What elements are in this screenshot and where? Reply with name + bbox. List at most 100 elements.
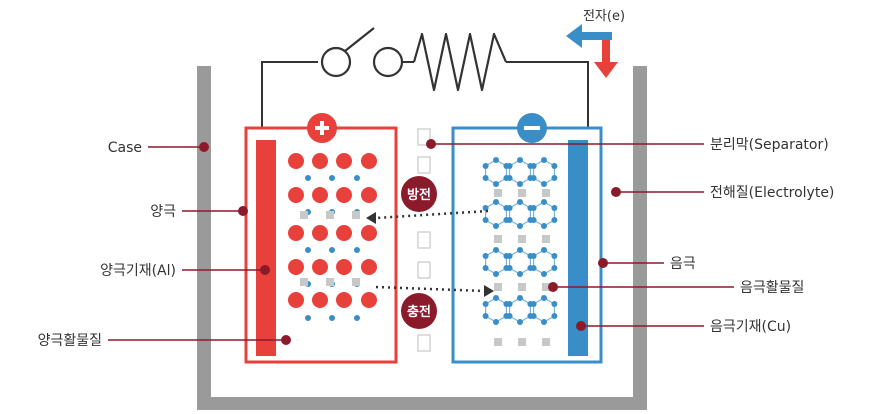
- separator: [417, 128, 431, 352]
- cathode-particle: [288, 292, 304, 308]
- anode-lattice-atom: [493, 295, 499, 301]
- anode-grid-square: [518, 283, 526, 291]
- cathode-particle: [312, 292, 328, 308]
- cathode-particle: [361, 225, 377, 241]
- anode-lattice-atom: [517, 157, 523, 163]
- anode-lattice-atom: [541, 199, 547, 205]
- anode-lattice-atom: [506, 301, 513, 307]
- switch-icon: [320, 27, 404, 78]
- cathode-particle: [336, 187, 352, 203]
- anode-label: 음극: [670, 256, 696, 272]
- separator-segment: [417, 156, 431, 174]
- cathode-particle: [312, 225, 328, 241]
- anode-lattice-atom: [541, 247, 547, 253]
- anode-lattice-atom: [506, 217, 513, 223]
- battery-case: [197, 66, 647, 411]
- electron-flow-arrow-icon: [566, 24, 618, 78]
- cathode-active-material: [288, 153, 377, 321]
- anode-lattice-atom: [530, 253, 537, 259]
- anode-lattice-atom: [482, 205, 489, 211]
- cathode-particle: [288, 153, 304, 169]
- anode-compartment: [451, 126, 603, 364]
- cathode-grid-square: [326, 278, 334, 286]
- anode-lattice-atom: [541, 181, 547, 187]
- anode-lattice-atom: [551, 265, 558, 271]
- anode-lattice-atom: [493, 271, 499, 277]
- cathode-particle: [336, 259, 352, 275]
- lithium-ion: [329, 315, 335, 321]
- cathode-grid-square: [352, 211, 360, 219]
- anode-lattice-atom: [551, 175, 558, 181]
- anode-lattice-atom: [482, 253, 489, 259]
- external-circuit: [261, 27, 589, 128]
- anode-lattice-atom: [482, 265, 489, 271]
- electron-label: 전자(e): [583, 9, 625, 24]
- separator-segment: [417, 231, 431, 249]
- discharge-badge: 방전: [401, 176, 437, 212]
- cathode-particle: [312, 153, 328, 169]
- plus-terminal: [307, 113, 337, 143]
- cathode-particle: [312, 259, 328, 275]
- separator-segment: [417, 128, 431, 146]
- anode-collector-label: 음극기재(Cu): [710, 319, 791, 335]
- cathode-active-label: 양극활물질: [38, 333, 102, 349]
- cathode-particle: [312, 187, 328, 203]
- anode-lattice-atom: [541, 223, 547, 229]
- anode-grid-square: [494, 189, 502, 197]
- anode-active-label: 음극활물질: [740, 280, 804, 296]
- minus-terminal: [517, 113, 547, 143]
- anode-lattice-atom: [506, 313, 513, 319]
- anode-lattice-atom: [493, 157, 499, 163]
- cathode-grid-square: [326, 211, 334, 219]
- anode-lattice-atom: [506, 175, 513, 181]
- anode-lattice-atom: [530, 175, 537, 181]
- anode-lattice-atom: [541, 271, 547, 277]
- charge-arrow: [375, 285, 494, 297]
- anode-lattice-atom: [517, 247, 523, 253]
- anode-grid-square: [542, 338, 550, 346]
- anode-grid-square: [542, 189, 550, 197]
- anode-lattice-atom: [506, 265, 513, 271]
- anode-lattice-atom: [482, 217, 489, 223]
- lithium-ion: [305, 247, 311, 253]
- anode-lattice-atom: [551, 217, 558, 223]
- anode-lattice-atom: [506, 163, 513, 169]
- anode-lattice-atom: [517, 319, 523, 325]
- leader-lines: [108, 139, 734, 345]
- anode-lattice-atom: [530, 313, 537, 319]
- separator-label: 분리막(Separator): [710, 137, 829, 153]
- resistor-icon: [412, 32, 508, 92]
- cathode-particle: [336, 225, 352, 241]
- anode-lattice-atom: [517, 271, 523, 277]
- anode-lattice-atom: [482, 313, 489, 319]
- anode-lattice-atom: [530, 163, 537, 169]
- anode-lattice-atom: [530, 205, 537, 211]
- lithium-ion: [305, 175, 311, 181]
- anode-grid-square: [494, 235, 502, 243]
- cathode-particle: [361, 259, 377, 275]
- lithium-ion: [305, 315, 311, 321]
- charge-label: 충전: [407, 304, 431, 320]
- anode-grid-square: [518, 189, 526, 197]
- anode-lattice-atom: [493, 319, 499, 325]
- anode-lattice-atom: [551, 301, 558, 307]
- anode-lattice-atom: [482, 163, 489, 169]
- anode-collector: [568, 140, 588, 356]
- cathode-particle: [288, 187, 304, 203]
- anode-active-material: [482, 157, 558, 346]
- cathode-collector-label: 양극기재(Al): [100, 263, 176, 279]
- electrolyte-label: 전해질(Electrolyte): [710, 185, 834, 201]
- cathode-particle: [361, 292, 377, 308]
- anode-grid-square: [542, 283, 550, 291]
- anode-lattice-atom: [506, 205, 513, 211]
- anode-lattice-atom: [482, 175, 489, 181]
- cathode-particle: [336, 153, 352, 169]
- lithium-ion: [329, 247, 335, 253]
- anode-lattice-atom: [541, 319, 547, 325]
- anode-grid-square: [494, 338, 502, 346]
- anode-lattice-atom: [541, 157, 547, 163]
- separator-segment: [417, 261, 431, 279]
- anode-lattice-atom: [530, 265, 537, 271]
